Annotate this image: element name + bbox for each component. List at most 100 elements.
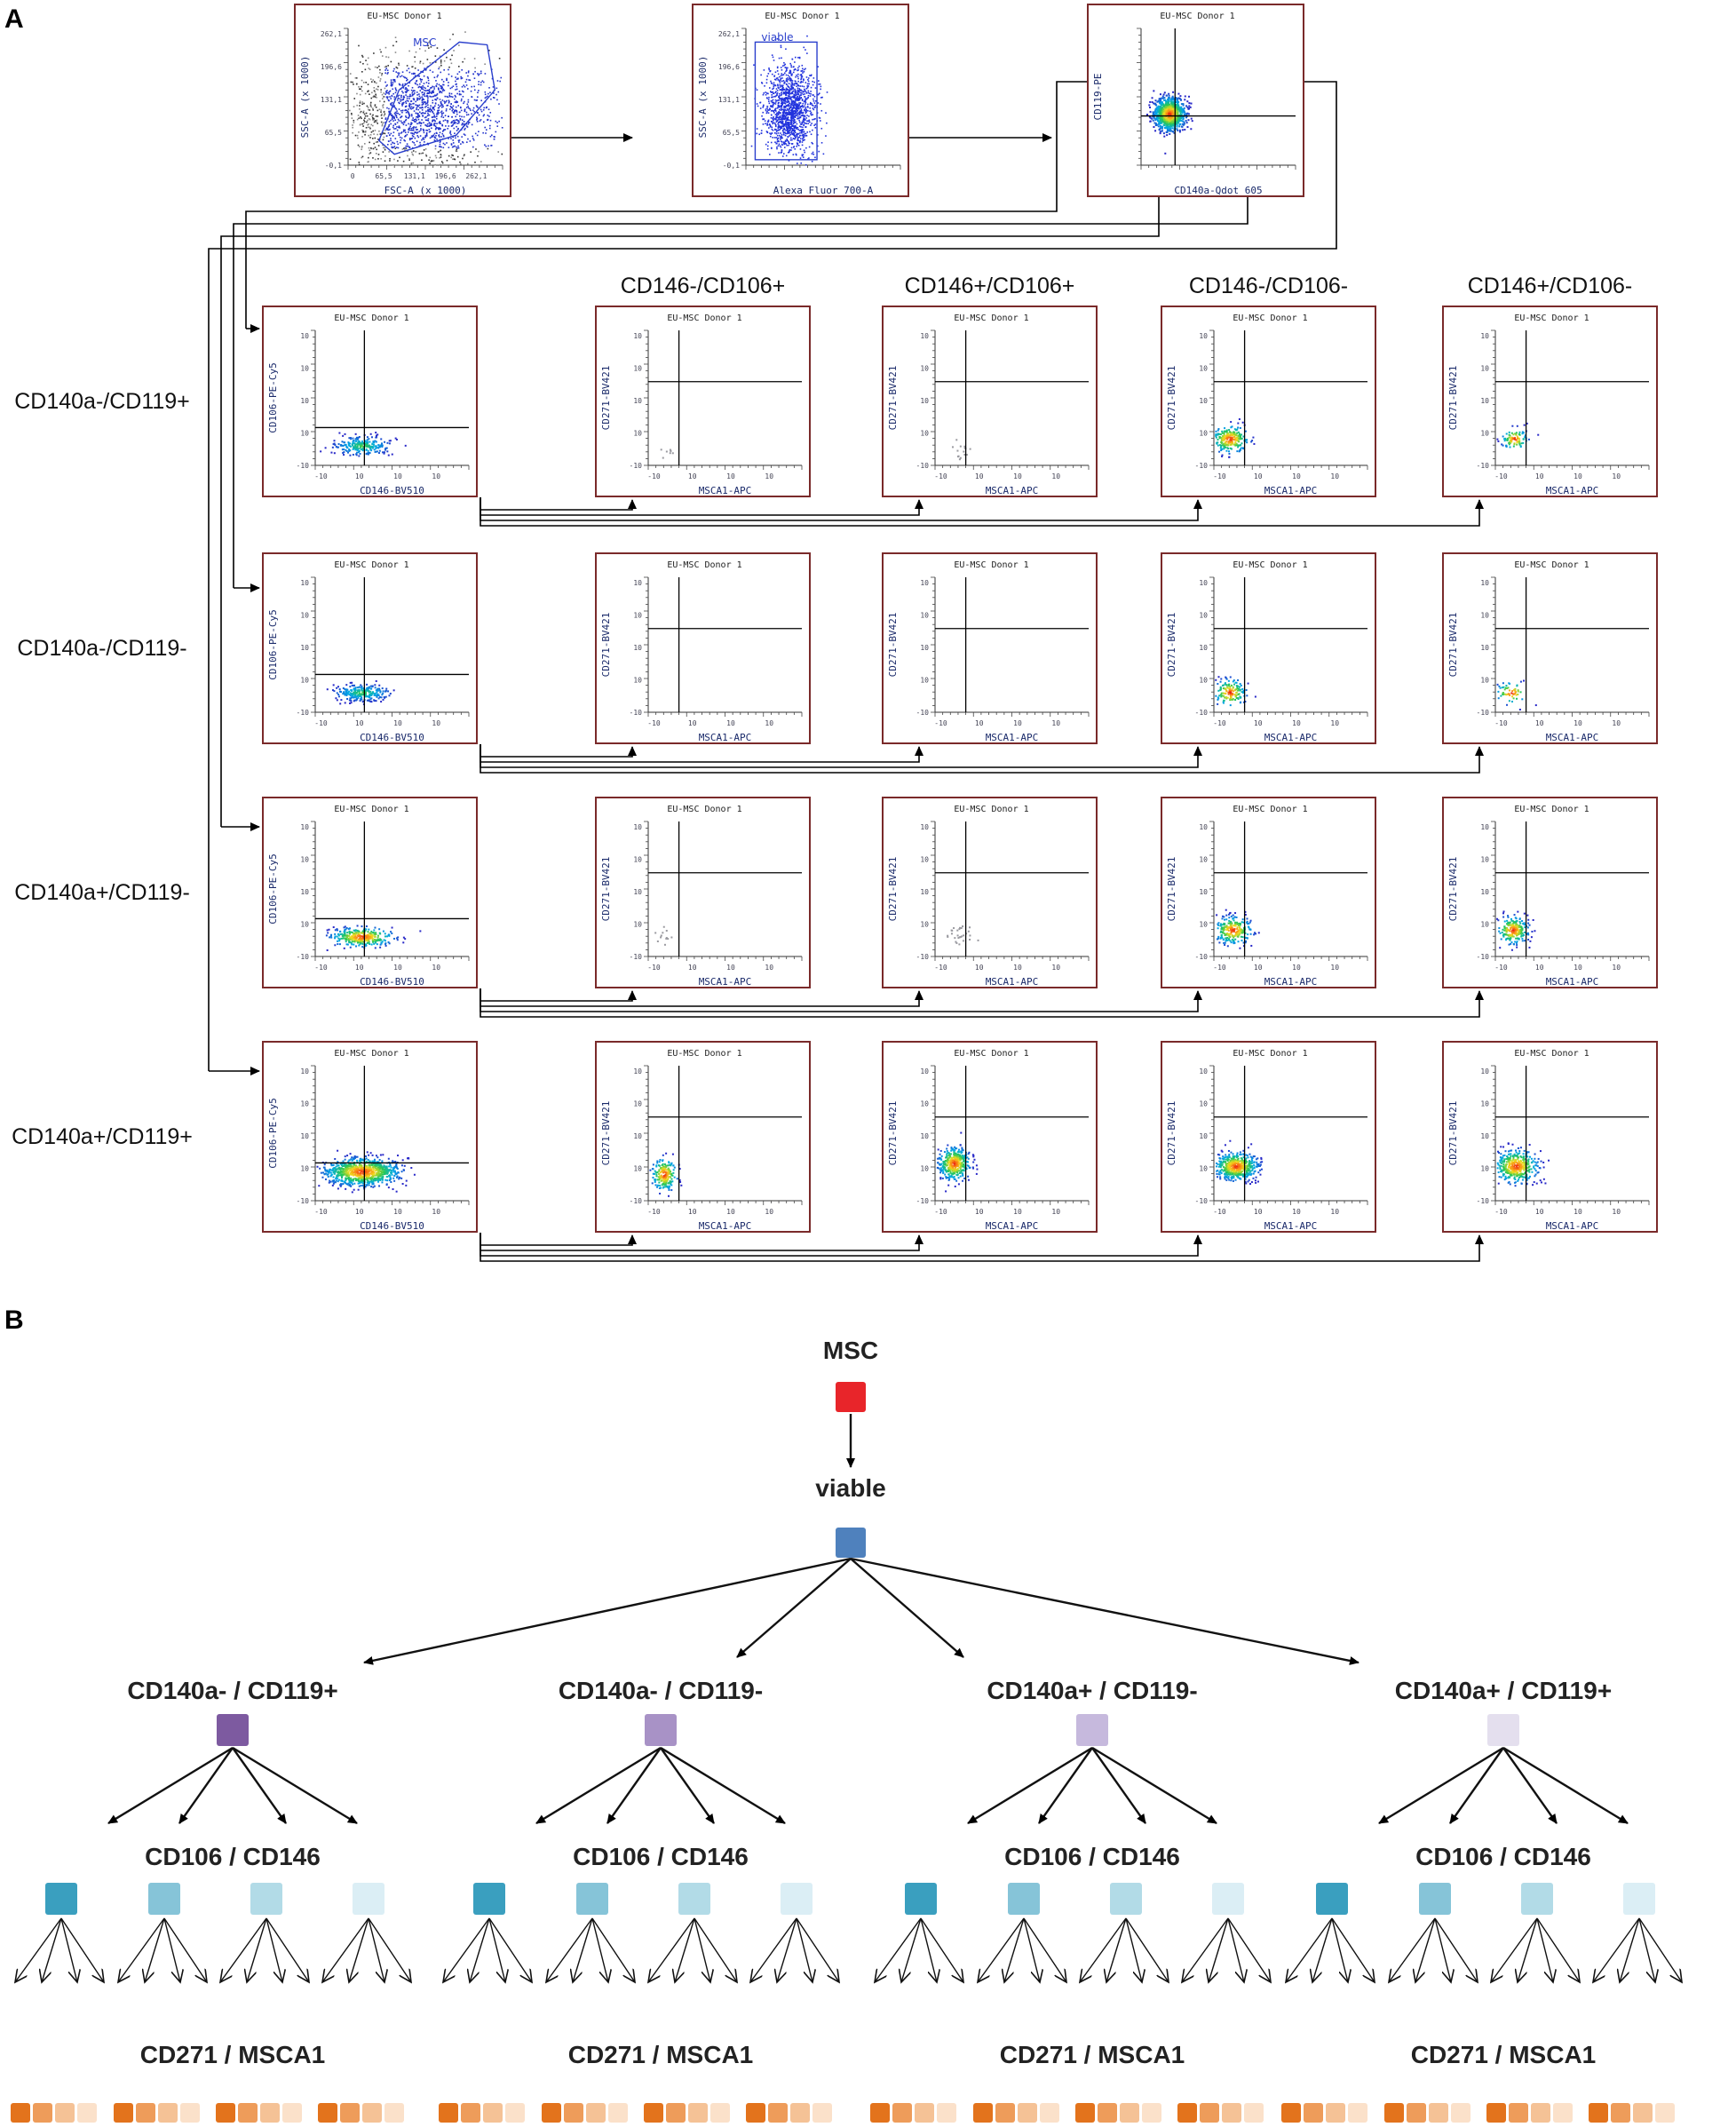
tree-arrow	[1091, 1746, 1217, 1825]
x-tick-label: 10	[975, 719, 984, 727]
y-axis-label: CD119-PE	[1092, 74, 1104, 121]
x-axis-label: FSC-A (x 1000)	[384, 185, 467, 196]
y-tick-label: -10	[1195, 1197, 1209, 1205]
x-tick-label: 10	[1051, 1208, 1060, 1216]
y-tick-label: -0,1	[325, 162, 342, 170]
x-axis-label: MSCA1-APC	[986, 485, 1039, 496]
x-tick-label: -10	[647, 719, 661, 727]
y-tick-label: 10	[300, 856, 309, 864]
level2-node	[576, 1883, 608, 1915]
x-tick-label: 131,1	[404, 172, 425, 180]
plot-title: EU-MSC Donor 1	[367, 12, 441, 21]
tree-arrow	[660, 1747, 715, 1824]
x-tick-label: -10	[1494, 472, 1508, 480]
level3-node	[1486, 2103, 1506, 2123]
tree-arrow	[850, 1558, 964, 1658]
y-tick-label: 10	[920, 1067, 929, 1075]
y-tick-label: 10	[920, 1100, 929, 1108]
x-axis-label: MSCA1-APC	[699, 976, 752, 988]
y-tick-label: 10	[300, 677, 309, 685]
x-tick-label: 10	[1535, 1208, 1544, 1216]
y-tick-label: 10	[1480, 1100, 1489, 1108]
tree-arrow	[750, 1917, 797, 1982]
root-label: MSC	[822, 1337, 879, 1364]
level3-node	[55, 2103, 75, 2123]
x-tick-label: 10	[355, 964, 364, 972]
level3-node	[1589, 2103, 1608, 2123]
y-tick-label: 10	[300, 1132, 309, 1140]
event-dots	[936, 1131, 979, 1193]
y-tick-label: 196,6	[718, 63, 740, 71]
y-tick-label: -10	[297, 709, 310, 717]
level2-node	[473, 1883, 505, 1915]
y-tick-label: 10	[920, 1132, 929, 1140]
plot-title: EU-MSC Donor 1	[667, 313, 741, 323]
y-tick-label: 10	[920, 677, 929, 685]
x-tick-label: 65,5	[375, 172, 392, 180]
column-header: CD146-/CD106+	[620, 274, 786, 298]
x-tick-label: 10	[1573, 1208, 1582, 1216]
level3-label: CD271 / MSCA1	[1410, 2041, 1597, 2068]
tree-arrow	[920, 1917, 937, 1982]
tree-arrow	[978, 1917, 1025, 1982]
level2-node	[1110, 1883, 1142, 1915]
plot-title: EU-MSC Donor 1	[1514, 1049, 1589, 1059]
level3-node	[688, 2103, 708, 2123]
x-tick-label: 10	[1330, 472, 1339, 480]
x-tick-label: 10	[355, 1208, 364, 1216]
y-axis-label: SSC-A (x 1000)	[697, 56, 709, 139]
x-tick-label: -10	[314, 719, 328, 727]
x-tick-label: -10	[314, 472, 328, 480]
x-tick-label: 10	[393, 964, 402, 972]
tree-arrow	[1434, 1917, 1478, 1982]
y-tick-label: -10	[1477, 1197, 1490, 1205]
tree-arrow	[1638, 1917, 1682, 1982]
y-tick-label: 10	[1199, 332, 1208, 340]
x-axis-label: MSCA1-APC	[1546, 1220, 1599, 1232]
y-tick-label: -10	[916, 1197, 930, 1205]
y-tick-label: -0,1	[723, 162, 740, 170]
level3-node	[77, 2103, 97, 2123]
x-tick-label: 10	[765, 964, 773, 972]
level3-node	[746, 2103, 765, 2123]
event-dots	[649, 1152, 683, 1197]
plot-title: EU-MSC Donor 1	[954, 805, 1028, 814]
x-axis-label: MSCA1-APC	[986, 976, 1039, 988]
level3-node	[1304, 2103, 1323, 2123]
x-tick-label: 10	[432, 964, 440, 972]
tree-arrow	[875, 1917, 922, 1982]
tree-arrow	[178, 1747, 234, 1824]
tree-arrow	[1518, 1917, 1538, 1982]
x-tick-label: -10	[647, 964, 661, 972]
level3-node	[1244, 2103, 1264, 2123]
y-tick-label: 10	[633, 1132, 642, 1140]
level3-node	[216, 2103, 235, 2123]
x-tick-label: 262,1	[465, 172, 487, 180]
y-axis-label: CD271-BV421	[887, 613, 899, 678]
event-dots	[1496, 910, 1536, 951]
level1-label: CD140a- / CD119-	[558, 1677, 764, 1704]
tree-arrow	[901, 1917, 922, 1982]
level3-node	[1407, 2103, 1426, 2123]
level3-node	[1177, 2103, 1197, 2123]
x-tick-label: 10	[975, 472, 984, 480]
y-tick-label: 10	[1480, 1165, 1489, 1173]
y-tick-label: -10	[630, 709, 643, 717]
level3-node	[768, 2103, 788, 2123]
tree-arrow	[1449, 1747, 1504, 1824]
y-tick-label: 10	[920, 365, 929, 373]
viable-label: viable	[815, 1474, 886, 1502]
y-tick-label: 10	[300, 644, 309, 652]
x-tick-label: -10	[1213, 472, 1226, 480]
y-tick-label: 10	[1199, 397, 1208, 405]
y-tick-label: 10	[300, 823, 309, 831]
